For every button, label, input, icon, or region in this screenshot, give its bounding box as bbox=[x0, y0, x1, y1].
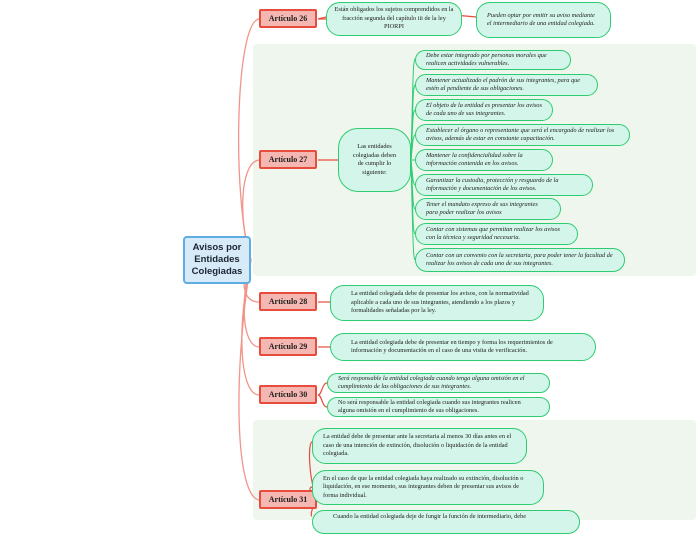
art27-hub[interactable]: Las entidades colegiadas deben de cumpli… bbox=[338, 128, 411, 192]
art31-item-1[interactable]: La entidad debe de presentar ante la sec… bbox=[312, 428, 527, 464]
art28-item-1[interactable]: La entidad colegiada debe de presentar l… bbox=[330, 285, 544, 321]
art27-item-2[interactable]: Mantener actualizado el padrón de sus in… bbox=[415, 74, 598, 96]
art26-node[interactable]: Artículo 26 bbox=[259, 9, 317, 28]
art27-item-1[interactable]: Debe estar integrado por personas morale… bbox=[415, 50, 571, 70]
art31-item-2[interactable]: En el caso de que la entidad colegiada h… bbox=[312, 470, 544, 505]
art27-item-5[interactable]: Mantener la confidencialidad sobre la in… bbox=[415, 149, 553, 171]
root-topic[interactable]: Avisos por Entidades Colegiadas bbox=[183, 236, 251, 284]
art27-item-3[interactable]: El objeto de la entidad es presentar los… bbox=[415, 99, 553, 121]
art26-item-2[interactable]: Pueden optar por emitir su aviso mediant… bbox=[476, 2, 611, 38]
art30-item-2[interactable]: No será responsable la entidad colegiada… bbox=[327, 397, 550, 417]
art31-node[interactable]: Artículo 31 bbox=[259, 490, 317, 509]
art27-node[interactable]: Artículo 27 bbox=[259, 150, 317, 169]
art26-item-1[interactable]: Están obligados los sujetos comprendidos… bbox=[326, 2, 462, 36]
art27-item-8[interactable]: Contar con sistemas que permitan realiza… bbox=[415, 223, 578, 245]
art27-item-9[interactable]: Contar con un convenio con la secretaria… bbox=[415, 248, 625, 272]
art27-item-7[interactable]: Tener el mandato expreso de sus integran… bbox=[415, 198, 561, 220]
art27-item-6[interactable]: Garantizar la custodia, protección y res… bbox=[415, 174, 593, 196]
art30-node[interactable]: Artículo 30 bbox=[259, 385, 317, 404]
art27-item-4[interactable]: Establecer el órgano o representante que… bbox=[415, 124, 630, 146]
art30-item-1[interactable]: Será responsable la entidad colegiada cu… bbox=[327, 373, 550, 393]
art29-item-1[interactable]: La entidad colegiada debe de presentar e… bbox=[330, 333, 596, 361]
art31-item-3[interactable]: Cuando la entidad colegiada deje de fung… bbox=[312, 510, 580, 534]
art29-node[interactable]: Artículo 29 bbox=[259, 337, 317, 356]
art28-node[interactable]: Artículo 28 bbox=[259, 292, 317, 311]
